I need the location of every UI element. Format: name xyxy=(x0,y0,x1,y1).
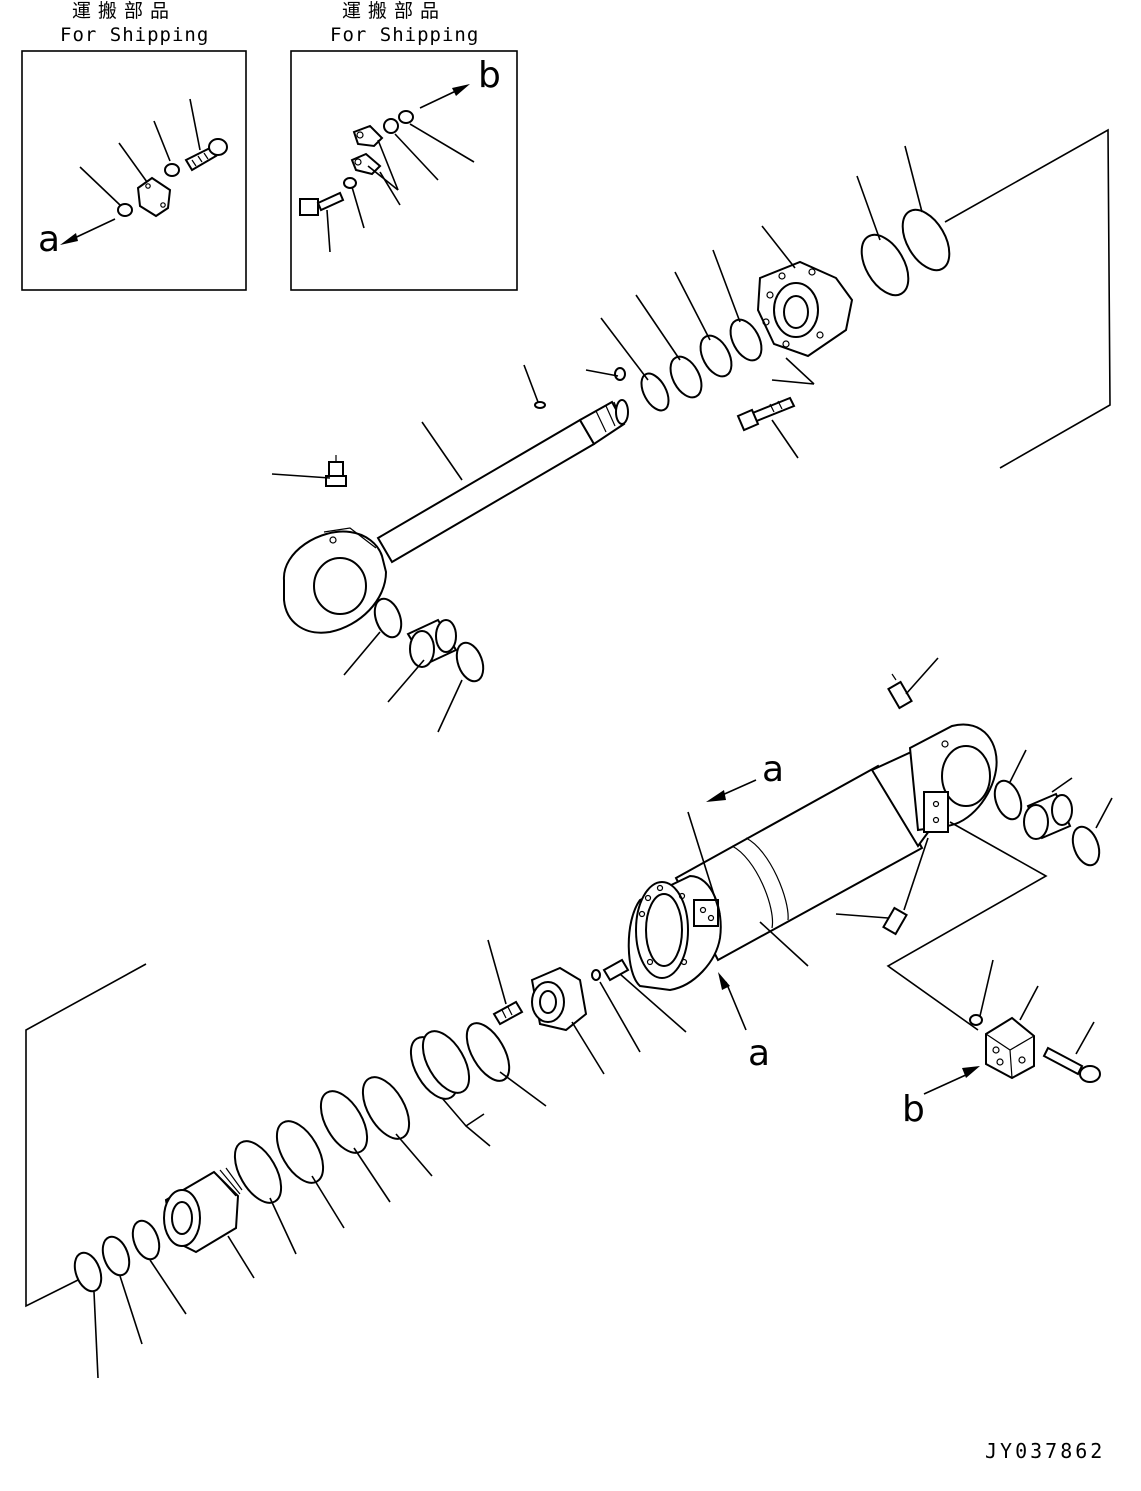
elbow-fitting-left xyxy=(184,138,228,172)
piston-ring-6 xyxy=(131,1219,161,1261)
bushing-rod-eye xyxy=(406,618,458,668)
set-screw xyxy=(591,958,630,982)
callout-b-block: b xyxy=(902,1089,925,1130)
piston xyxy=(163,1167,243,1254)
grease-fitting-rod xyxy=(325,455,347,487)
seal-eye-rod-2 xyxy=(455,641,485,683)
cylinder-bottom-eye xyxy=(908,723,998,833)
piston-nut xyxy=(530,966,588,1032)
piston-seal-ring-1 xyxy=(465,1022,511,1082)
piston-ring-3 xyxy=(319,1090,369,1154)
o-ring-shipping-right-2 xyxy=(398,110,414,124)
callout-a-lower: a xyxy=(748,1033,771,1074)
o-ring-head-2 xyxy=(901,208,951,272)
flange-part-left xyxy=(136,176,172,218)
callout-a-upper: a xyxy=(762,749,785,790)
shipping-box-right xyxy=(290,50,518,291)
piston-ring-7 xyxy=(101,1235,131,1277)
valve-block xyxy=(985,1016,1035,1080)
shipping-label-jp-left: 運搬部品 xyxy=(72,0,177,22)
o-ring-block xyxy=(969,1014,983,1026)
piston-ring-4 xyxy=(275,1120,325,1184)
washer-left xyxy=(164,163,180,177)
piston-ring-8 xyxy=(73,1251,103,1293)
piston-rod xyxy=(376,399,629,564)
o-ring-small-left xyxy=(117,203,133,217)
callout-a-box-left: a xyxy=(38,219,61,260)
cylinder-head xyxy=(756,260,854,358)
shipping-label-jp-right: 運搬部品 xyxy=(342,0,447,22)
bushing-cylinder-eye xyxy=(1023,792,1073,840)
o-ring-head-1 xyxy=(860,233,910,297)
piston-ring-5 xyxy=(233,1140,283,1204)
split-flange-halves xyxy=(350,124,384,176)
cylinder-flange xyxy=(627,874,722,992)
seal-eye-cylinder-1 xyxy=(993,779,1023,821)
bolt-right-box xyxy=(299,191,345,216)
o-ring-shipping-right xyxy=(383,118,399,134)
head-bolt xyxy=(736,396,796,432)
washer-right xyxy=(343,177,357,189)
snap-ring-rod xyxy=(534,401,546,409)
block-bolt xyxy=(1042,1046,1101,1083)
bushing xyxy=(729,318,763,362)
plunger xyxy=(492,1000,524,1026)
piston-ring-2 xyxy=(361,1076,411,1140)
document-id: JY037862 xyxy=(985,1439,1106,1463)
rod-eye xyxy=(282,527,388,634)
shipping-box-left xyxy=(21,50,247,291)
seal-eye-rod-1 xyxy=(373,597,403,639)
plug-rod xyxy=(614,367,626,381)
shipping-label-en-right: For Shipping xyxy=(330,24,480,46)
rod-seal xyxy=(669,355,703,399)
dust-seal xyxy=(640,372,670,412)
buffer-ring xyxy=(699,334,733,378)
grease-fitting-cylinder-side xyxy=(882,906,908,936)
callout-b-box-right: b xyxy=(478,55,501,96)
seal-eye-cylinder-2 xyxy=(1071,825,1101,867)
piston-seal-set-b xyxy=(421,1030,471,1094)
shipping-label-en-left: For Shipping xyxy=(60,24,210,46)
grease-fitting-cylinder-top xyxy=(887,673,913,710)
